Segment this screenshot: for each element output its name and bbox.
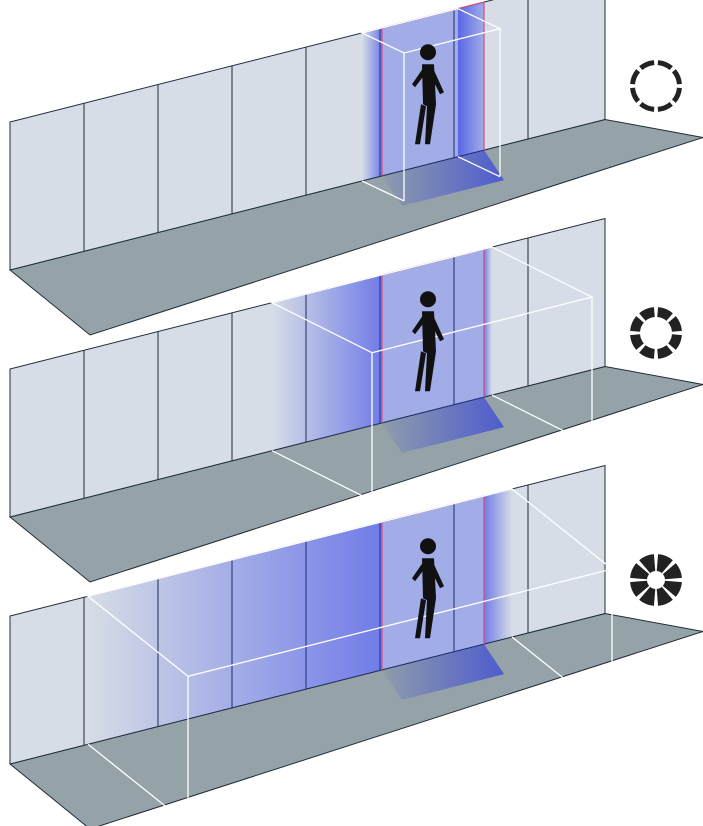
floor-glow xyxy=(382,397,504,453)
glow-right xyxy=(484,247,492,398)
person-leg xyxy=(415,351,426,392)
glow-right xyxy=(458,2,484,157)
ring-segment xyxy=(657,307,673,321)
ring-segment xyxy=(630,563,650,580)
ring-segment xyxy=(657,60,673,71)
ring-segment xyxy=(630,87,641,103)
volume-floor-left xyxy=(87,743,189,825)
person-arm-left xyxy=(412,315,425,335)
ring-segment xyxy=(630,580,650,597)
ring-segment xyxy=(639,307,655,321)
panel-wide xyxy=(8,464,703,826)
person-leg xyxy=(415,104,426,145)
panel-medium xyxy=(8,217,703,583)
ring-segment xyxy=(671,87,682,103)
ring-segment xyxy=(630,316,644,332)
person-body xyxy=(422,64,436,145)
volume-floor-left xyxy=(271,450,373,502)
ring-segment xyxy=(639,554,656,574)
glow-left xyxy=(272,274,382,451)
ring-thick-icon xyxy=(630,554,682,606)
person-leg xyxy=(415,598,426,639)
person-body xyxy=(422,558,436,639)
ring-thin-icon xyxy=(630,60,682,112)
person-body xyxy=(422,311,436,392)
ring-segment xyxy=(639,60,655,71)
person-figure xyxy=(412,291,444,392)
volume-floor-right xyxy=(491,394,593,446)
ring-segment xyxy=(657,345,673,359)
person-head xyxy=(420,538,436,555)
person-arm-left xyxy=(412,68,425,88)
person-figure xyxy=(412,44,444,145)
ring-segment xyxy=(671,69,682,85)
ring-segment xyxy=(639,586,656,606)
ring-segment xyxy=(656,586,673,606)
ring-segment xyxy=(639,101,655,112)
ring-segment xyxy=(668,316,682,332)
ring-segment xyxy=(662,580,682,597)
ring-segment xyxy=(662,563,682,580)
ring-segment xyxy=(668,334,682,350)
volume-floor-right xyxy=(457,156,501,178)
ring-segment xyxy=(656,554,673,574)
person-arm-left xyxy=(412,562,425,582)
person-arm-right xyxy=(431,68,444,95)
volume-floor-right xyxy=(511,636,613,718)
glow-right xyxy=(484,488,512,645)
glow-left xyxy=(88,521,382,745)
ring-segment xyxy=(657,101,673,112)
glow-left xyxy=(362,27,382,181)
person-head xyxy=(420,44,436,61)
person-arm-right xyxy=(431,315,444,342)
volume-floor-left xyxy=(361,180,405,202)
ring-segment xyxy=(630,334,644,350)
person-arm-right xyxy=(431,562,444,589)
ring-medium-icon xyxy=(630,307,682,359)
panel-narrow xyxy=(8,0,703,336)
person-figure xyxy=(412,538,444,639)
wall-plane xyxy=(9,0,606,271)
person-head xyxy=(420,291,436,308)
floor-glow xyxy=(382,644,504,700)
ring-segment xyxy=(630,69,641,85)
ring-segment xyxy=(639,345,655,359)
